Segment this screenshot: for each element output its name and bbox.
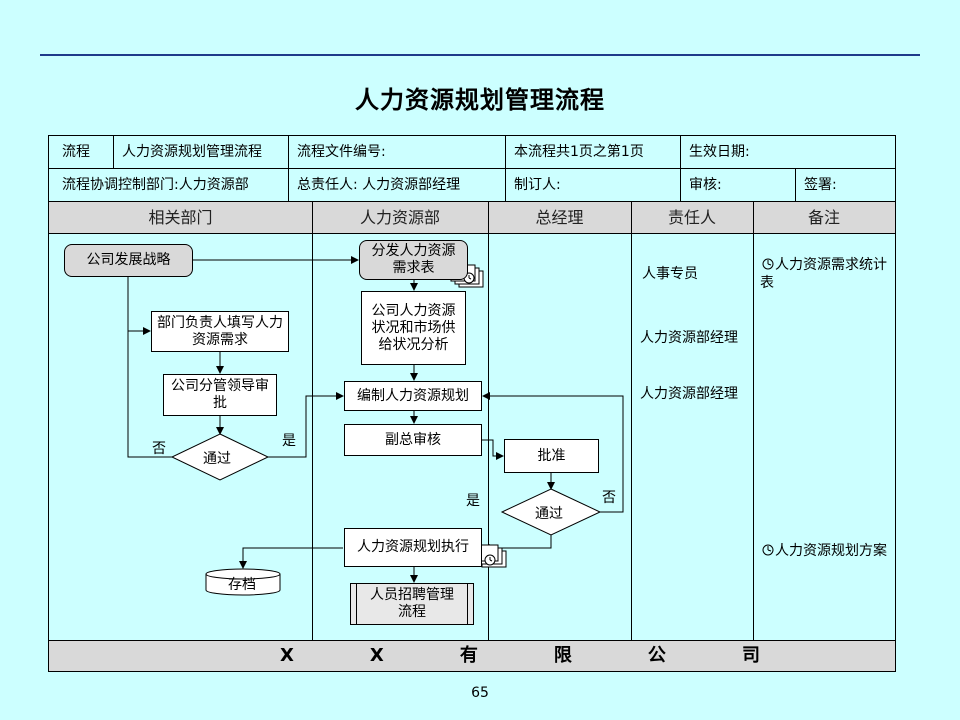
node-vp-review: 副总审核 — [344, 424, 482, 456]
node-archive-label: 存档 — [228, 577, 256, 593]
footer-char: 有 — [459, 645, 478, 666]
lane-header-divider — [48, 233, 896, 234]
header-col-divider — [505, 135, 506, 201]
header-cell: 人力资源规划管理流程 — [122, 144, 262, 160]
responsible-hr-manager: 人力资源部经理 — [640, 386, 738, 402]
lane-divider — [631, 201, 632, 640]
footer-char: 司 — [741, 645, 760, 666]
header-cell: 总责任人: 人力资源部经理 — [297, 177, 461, 193]
lane-title-gm: 总经理 — [535, 208, 584, 227]
header-divider — [48, 168, 896, 169]
node-status-analysis: 公司人力资源状况和市场供给状况分析 — [361, 291, 466, 365]
edge-label-yes: 是 — [466, 493, 480, 509]
lane-title-notes: 备注 — [807, 208, 840, 227]
header-cell: 流程 — [62, 144, 90, 160]
node-company-strategy: 公司发展战略 — [64, 244, 193, 277]
header-col-divider — [113, 135, 114, 168]
note-plan-proposal: 人力资源规划方案 — [775, 543, 887, 559]
node-distribute-demand-form: 分发人力资源需求表 — [359, 240, 468, 280]
header-divider — [48, 201, 896, 202]
lane-title-related-dept: 相关部门 — [148, 208, 213, 227]
node-compile-plan: 编制人力资源规划 — [344, 381, 482, 411]
edge-label-no: 否 — [152, 441, 166, 457]
node-recruitment-process: 人员招聘管理流程 — [350, 583, 474, 625]
header-cell: 流程协调控制部门:人力资源部 — [62, 177, 249, 193]
node-pass2-label: 通过 — [535, 506, 563, 522]
node-leader-review: 公司分管领导审批 — [163, 374, 277, 416]
edge-label-yes: 是 — [282, 433, 296, 449]
header-cell: 流程文件编号: — [297, 144, 386, 160]
node-pass1-label: 通过 — [203, 451, 231, 467]
lane-title-hr: 人力资源部 — [359, 208, 440, 227]
header-cell: 本流程共1页之第1页 — [514, 144, 644, 160]
header-cell: 制订人: — [514, 177, 561, 193]
note-demand-stats: 人力资源需求统计表 — [760, 257, 887, 291]
footer-char: 公 — [647, 645, 666, 666]
header-cell: 审核: — [689, 177, 722, 193]
header-col-divider — [795, 168, 796, 201]
responsible-hr-specialist: 人事专员 — [642, 266, 698, 282]
footer-char: X — [369, 645, 384, 666]
edge-label-no: 否 — [602, 490, 616, 506]
top-rule — [40, 54, 920, 56]
lane-divider — [488, 201, 489, 640]
header-col-divider — [288, 135, 289, 201]
page-number: 65 — [471, 685, 489, 701]
header-cell: 签署: — [804, 177, 837, 193]
node-plan-execution: 人力资源规划执行 — [344, 528, 482, 567]
footer-char: X — [280, 645, 294, 666]
lane-title-responsible: 责任人 — [667, 208, 716, 227]
header-col-divider — [680, 135, 681, 201]
node-approve: 批准 — [504, 439, 599, 473]
company-footer: X X 有 限 公 司 — [280, 640, 760, 671]
flowchart-frame — [48, 135, 896, 672]
page-title: 人力资源规划管理流程 — [355, 86, 605, 114]
header-cell: 生效日期: — [689, 144, 750, 160]
lane-divider — [753, 201, 754, 640]
lane-divider — [312, 201, 313, 640]
node-dept-fill-demand: 部门负责人填写人力资源需求 — [151, 311, 289, 352]
lane-header-band — [49, 202, 895, 233]
footer-band — [49, 640, 895, 671]
footer-divider — [48, 640, 896, 641]
footer-char: 限 — [553, 645, 572, 666]
responsible-hr-manager: 人力资源部经理 — [640, 330, 738, 346]
